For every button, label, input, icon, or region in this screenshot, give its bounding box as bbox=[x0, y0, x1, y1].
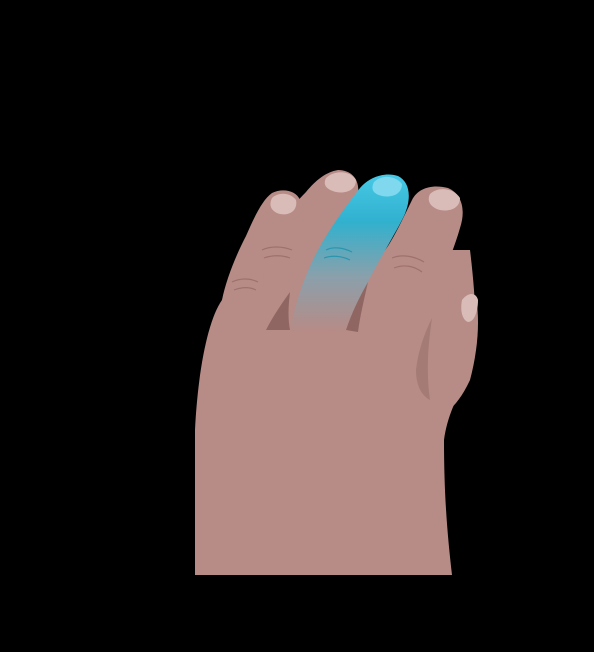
nail bbox=[461, 294, 478, 322]
knuckle-crease bbox=[261, 246, 293, 259]
finger-gap-shadow bbox=[346, 282, 368, 332]
nail bbox=[372, 176, 402, 197]
finger-gap-shadow bbox=[266, 292, 290, 330]
knuckle-crease bbox=[323, 247, 353, 261]
nail bbox=[270, 193, 297, 215]
middle-finger-back bbox=[262, 170, 359, 330]
knuckle-crease bbox=[391, 255, 425, 273]
knuckle-crease bbox=[231, 278, 259, 291]
pinky-finger bbox=[416, 290, 478, 420]
nail bbox=[324, 172, 356, 193]
nail bbox=[428, 189, 460, 211]
ring-finger bbox=[348, 186, 463, 372]
highlighted-middle-finger bbox=[290, 174, 409, 332]
pinky-shadow bbox=[416, 318, 432, 400]
